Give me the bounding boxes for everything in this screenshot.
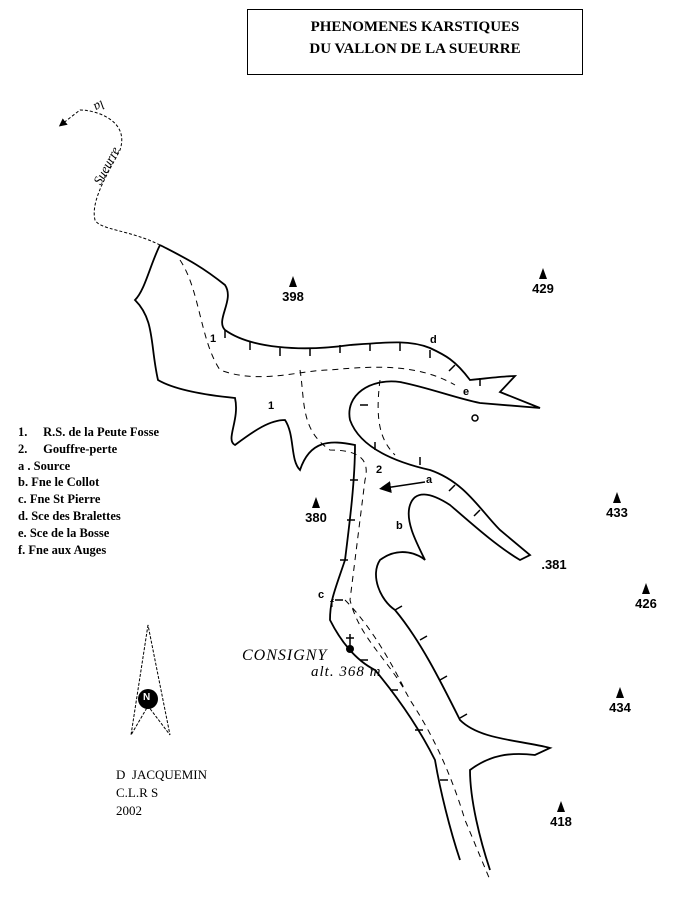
peak-418: 418: [541, 801, 581, 829]
credit-author: D JACQUEMIN: [116, 767, 207, 782]
peak-380: 380: [296, 497, 336, 525]
title-line-1: PHENOMENES KARSTIQUES: [310, 19, 520, 35]
site-label-f: f: [330, 598, 334, 610]
legend-item: a . Source: [18, 458, 71, 473]
title-line-2: DU VALLON DE LA SUEURRE: [309, 41, 521, 57]
village-altitude: alt. 368 m: [311, 664, 382, 680]
credit-org: C.L.R S: [116, 785, 159, 800]
peak-433: 433: [597, 492, 637, 520]
legend-item: b. Fne le Collot: [18, 475, 100, 490]
site-label-1: 1: [210, 333, 217, 345]
peak-398: 398: [273, 276, 313, 304]
site-label-2: 2: [376, 464, 383, 476]
north-label: N: [143, 692, 151, 703]
map-title: PHENOMENES KARSTIQUES DU VALLON DE LA SU…: [247, 9, 583, 75]
site-label-b: b: [396, 520, 403, 532]
village-name: CONSIGNY: [242, 647, 328, 664]
peak-icon: [312, 497, 320, 508]
peak-429: 429: [523, 268, 563, 296]
site-label-a: a: [426, 474, 433, 486]
credit-year: 2002: [116, 803, 142, 818]
site-label-t: 1: [268, 400, 275, 412]
church-cross-icon: [346, 634, 354, 646]
peak-icon: [642, 583, 650, 594]
legend-item: 2. Gouffre-perte: [18, 441, 118, 456]
village-dot: [346, 645, 354, 653]
peak-434: 434: [600, 687, 640, 715]
legend-item: c. Fne St Pierre: [18, 492, 101, 507]
legend: 1. R.S. de la Peute Fosse 2. Gouffre-per…: [18, 424, 159, 558]
peak-426: 426: [626, 583, 666, 611]
credits: D JACQUEMIN C.L.R S 2002: [116, 766, 207, 820]
legend-item: f. Fne aux Auges: [18, 542, 107, 557]
valley-west-bank: [159, 244, 553, 871]
legend-item: 1. R.S. de la Peute Fosse: [18, 425, 160, 439]
valley-hachures: [224, 330, 481, 781]
legend-item: d. Sce des Bralettes: [18, 508, 121, 523]
site-label-c: c: [318, 589, 325, 601]
peak-icon: [539, 268, 547, 279]
peak-icon: [557, 801, 565, 812]
peak-icon: [289, 276, 297, 287]
peak-icon: [616, 687, 624, 698]
site-label-e: e: [463, 386, 470, 398]
site-label-d: d: [430, 334, 437, 346]
peak-icon: [613, 492, 621, 503]
north-arrow-icon: [130, 624, 171, 736]
legend-item: e. Sce de la Bosse: [18, 525, 110, 540]
loss-arrow: [379, 481, 426, 494]
spot-height-381: .381: [541, 557, 567, 572]
spring-e-icon: [471, 414, 479, 422]
thalweg: [179, 259, 491, 881]
river-sueurre: [58, 109, 161, 246]
valley-east-bank: [133, 244, 461, 861]
